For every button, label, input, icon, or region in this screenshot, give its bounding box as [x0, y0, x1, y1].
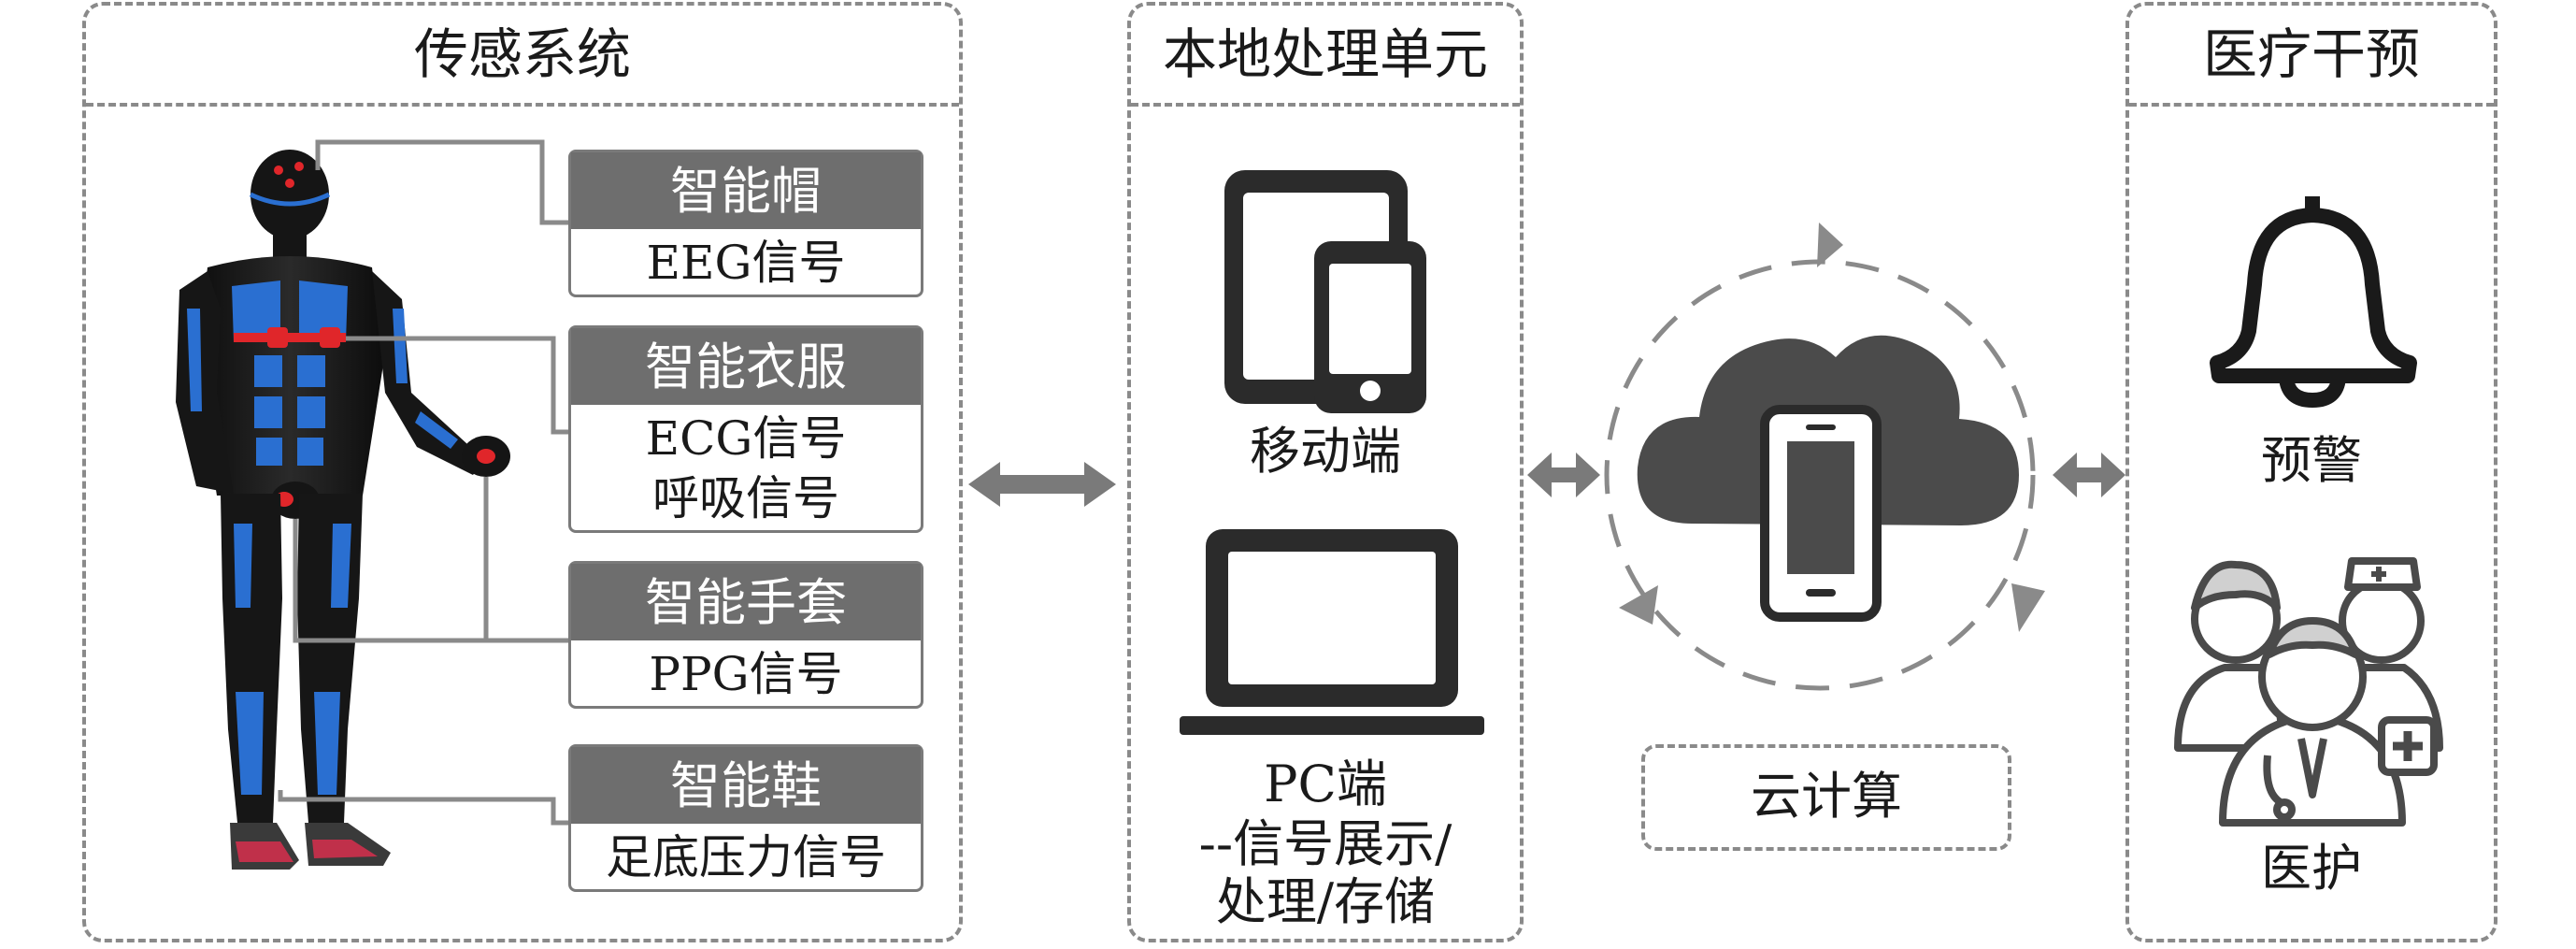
sensing-divider [86, 103, 959, 107]
mobile-label: 移动端 [1250, 422, 1401, 481]
pc-label-line2: --信号展示/ [1198, 814, 1453, 873]
pc-label-line3: 处理/存储 [1215, 872, 1436, 931]
signal-plantar-pressure: 足底压力信号 [606, 830, 886, 884]
medical-staff-icon [2174, 557, 2443, 827]
device-box-smart-shoe: 智能鞋 足底压力信号 [568, 744, 923, 892]
tablet-phone-icon [1224, 170, 1426, 413]
pc-label-line1: PC端 [1264, 755, 1387, 813]
care-label: 医护 [2261, 839, 2362, 898]
bell-icon [2210, 196, 2417, 408]
medical-panel: 医疗干预 [2125, 2, 2497, 942]
signal-ppg: PPG信号 [649, 647, 843, 701]
ring-arrow-top [1817, 223, 1843, 267]
device-name-smart-glove: 智能手套 [571, 564, 921, 640]
ring-arrow-right [2011, 583, 2045, 632]
device-name-smart-cap: 智能帽 [571, 152, 921, 229]
human-figure-icon [176, 150, 510, 870]
device-box-smart-glove: 智能手套 PPG信号 [568, 561, 923, 709]
ring-arrow-left [1619, 585, 1658, 625]
cloud-icon [1637, 335, 2019, 622]
alarm-label: 预警 [2261, 431, 2362, 490]
sensing-title: 传感系统 [413, 22, 631, 86]
sensing-panel: 传感系统 [82, 2, 963, 942]
medical-title: 医疗干预 [2202, 22, 2420, 86]
local-panel: 本地处理单元 [1127, 2, 1524, 942]
local-title: 本地处理单元 [1162, 22, 1488, 86]
cloud-label-box: 云计算 [1641, 744, 2011, 851]
device-box-smart-cap: 智能帽 EEG信号 [568, 150, 923, 297]
connector-lines [278, 139, 568, 826]
double-arrow-sensing-local [968, 462, 1116, 507]
signal-respiration: 呼吸信号 [652, 471, 839, 525]
device-box-smart-clothing: 智能衣服 ECG信号 呼吸信号 [568, 325, 923, 533]
local-divider [1131, 103, 1520, 107]
signal-eeg: EEG信号 [646, 236, 846, 290]
laptop-icon [1180, 529, 1484, 735]
double-arrow-cloud-medical [2053, 453, 2125, 497]
medical-divider [2129, 103, 2494, 107]
device-name-smart-clothing: 智能衣服 [571, 328, 921, 405]
cloud-label: 云计算 [1751, 767, 1902, 826]
device-name-smart-shoe: 智能鞋 [571, 747, 921, 824]
double-arrow-local-cloud [1527, 453, 1600, 497]
cloud-ring [1604, 223, 2045, 691]
signal-ecg: ECG信号 [645, 411, 847, 466]
